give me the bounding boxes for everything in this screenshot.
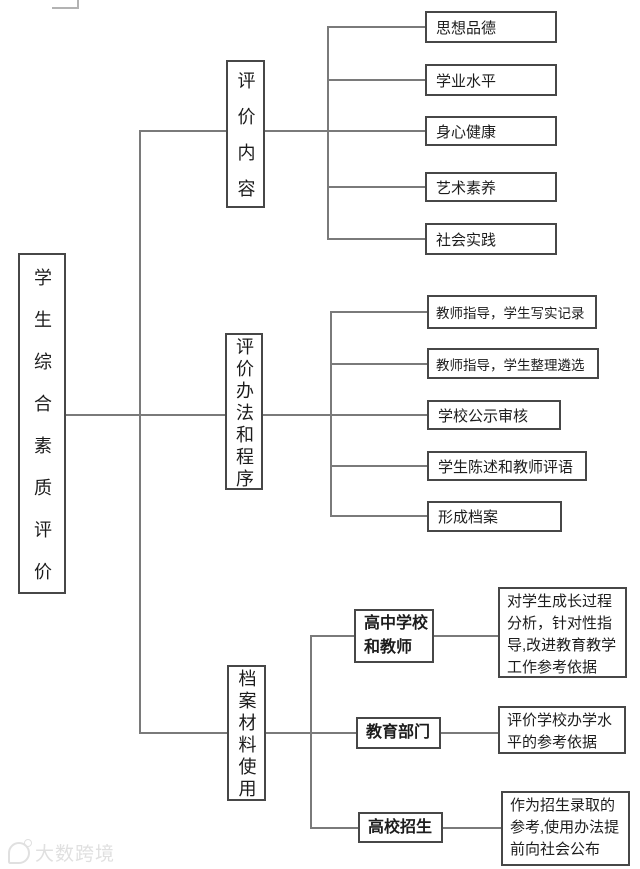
connector-line xyxy=(310,827,360,829)
connector-line xyxy=(327,79,425,81)
connector-line xyxy=(440,732,498,734)
cropped-box-corner-line xyxy=(52,7,79,9)
root-node-student-comprehensive-quality-evaluation: 学生综合素质评价 xyxy=(18,253,66,604)
watermark-logo-icon xyxy=(8,838,32,864)
connector-line xyxy=(330,311,427,313)
branch-label: 评价办法和程序 xyxy=(234,336,254,491)
leaf-ideological-morality: 思想品德 xyxy=(425,11,557,43)
connector-line xyxy=(327,186,425,188)
node-high-school-and-teachers: 高中学校和教师 xyxy=(354,609,434,663)
connector-line xyxy=(327,238,425,240)
connector-line xyxy=(310,635,356,637)
desc-high-school-and-teachers: 对学生成长过程分析，针对性指导,改进教育教学工作参考依据 xyxy=(498,587,627,678)
connector-line xyxy=(327,26,425,28)
connector-line xyxy=(330,515,427,517)
desc-college-admissions: 作为招生录取的参考,使用办法提前向社会公布 xyxy=(501,791,630,866)
cropped-box-corner-line xyxy=(77,0,79,9)
node-education-department: 教育部门 xyxy=(356,717,441,749)
desc-education-department: 评价学校办学水平的参考依据 xyxy=(498,706,626,754)
connector-line xyxy=(442,827,502,829)
connector-line xyxy=(327,26,329,240)
leaf-school-publicity-review: 学校公示审核 xyxy=(427,400,561,430)
branch-archive-material-usage: 档案材料使用 xyxy=(227,665,266,801)
leaf-academic-level: 学业水平 xyxy=(425,64,557,96)
leaf-teacher-guided-factual-records: 教师指导，学生写实记录 xyxy=(427,295,597,329)
leaf-social-practice: 社会实践 xyxy=(425,223,557,255)
leaf-teacher-guided-student-selection: 教师指导，学生整理遴选 xyxy=(427,348,599,379)
branch-label: 档案材料使用 xyxy=(236,669,257,801)
node-college-admissions: 高校招生 xyxy=(358,812,443,843)
watermark: 大数跨境 xyxy=(8,838,116,866)
connector-line xyxy=(139,130,425,132)
connector-line xyxy=(330,465,427,467)
connector-line xyxy=(330,363,427,365)
leaf-artistic-literacy: 艺术素养 xyxy=(425,172,557,202)
watermark-text: 大数跨境 xyxy=(35,844,116,865)
branch-label: 评价内容 xyxy=(235,71,256,215)
branch-evaluation-methods-procedures: 评价办法和程序 xyxy=(225,333,263,491)
branch-evaluation-content: 评价内容 xyxy=(226,60,265,215)
leaf-student-statement-teacher-comments: 学生陈述和教师评语 xyxy=(427,451,587,481)
leaf-form-archive: 形成档案 xyxy=(427,501,562,532)
root-node-label: 学生综合素质评价 xyxy=(32,267,52,604)
connector-line xyxy=(432,635,498,637)
connector-line-trunk xyxy=(139,130,141,734)
leaf-physical-mental-health: 身心健康 xyxy=(425,116,557,146)
